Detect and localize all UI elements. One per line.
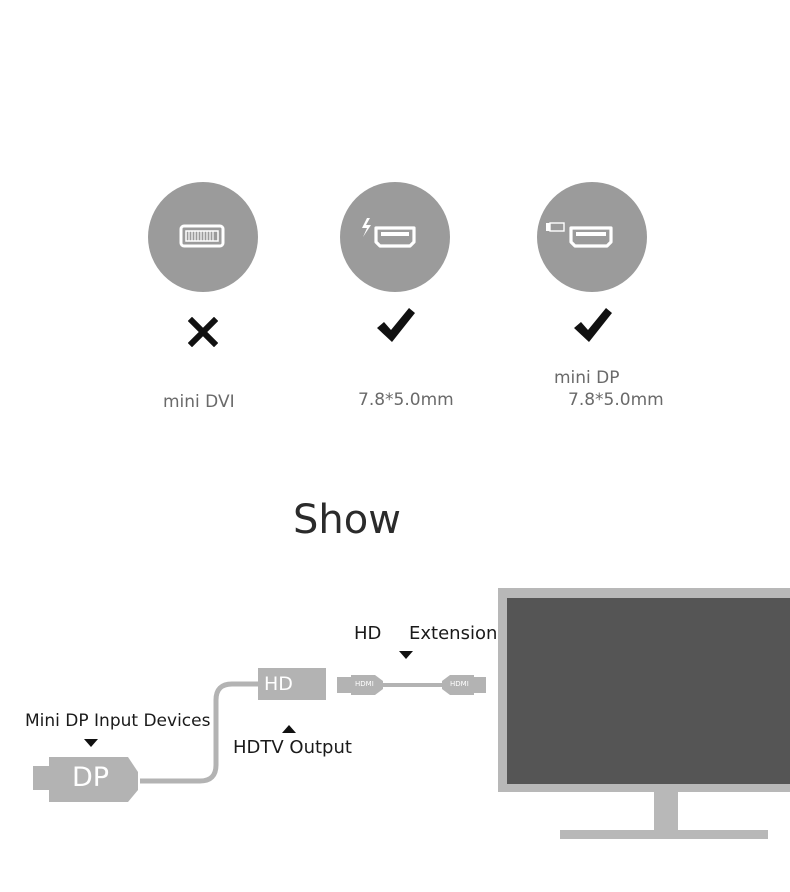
arrow-up-icon	[282, 725, 296, 733]
hdmi-plug-tag-right: HDMI	[450, 680, 469, 688]
dp-plug-label: DP	[72, 762, 110, 793]
adapter-cable	[140, 681, 258, 784]
port-label-mini-dvi: mini DVI	[163, 392, 235, 412]
arrow-down-icon	[399, 651, 413, 659]
hdmi-plug-tag-left: HDMI	[355, 680, 374, 688]
port-label-mini-dp: mini DP	[554, 368, 620, 388]
section-title: Show	[293, 497, 401, 543]
thunderbolt-port-icon	[340, 182, 450, 292]
port-label-thunderbolt: 7.8*5.0mm	[358, 390, 454, 410]
hd-adapter-icon	[258, 668, 326, 700]
mini-dp-port-icon	[537, 182, 647, 292]
hd-adapter-label: HD	[264, 673, 293, 695]
input-devices-label: Mini DP Input Devices	[25, 711, 211, 731]
monitor-icon	[498, 588, 790, 839]
hdtv-output-label: HDTV Output	[233, 737, 352, 758]
extension-label: Extension	[409, 623, 498, 644]
dp-plug-icon	[33, 757, 138, 802]
port-label-mini-dp-size: 7.8*5.0mm	[568, 390, 664, 410]
supported-check-icon	[377, 308, 415, 342]
arrow-down-icon	[84, 739, 98, 747]
not-supported-x-icon	[188, 317, 218, 347]
hdmi-extension-cable-icon	[337, 675, 486, 695]
connection-diagram-graphic	[33, 588, 790, 839]
mini-dvi-port-icon	[148, 182, 258, 292]
supported-check-icon	[574, 308, 612, 342]
extension-hd-label: HD	[354, 623, 382, 644]
